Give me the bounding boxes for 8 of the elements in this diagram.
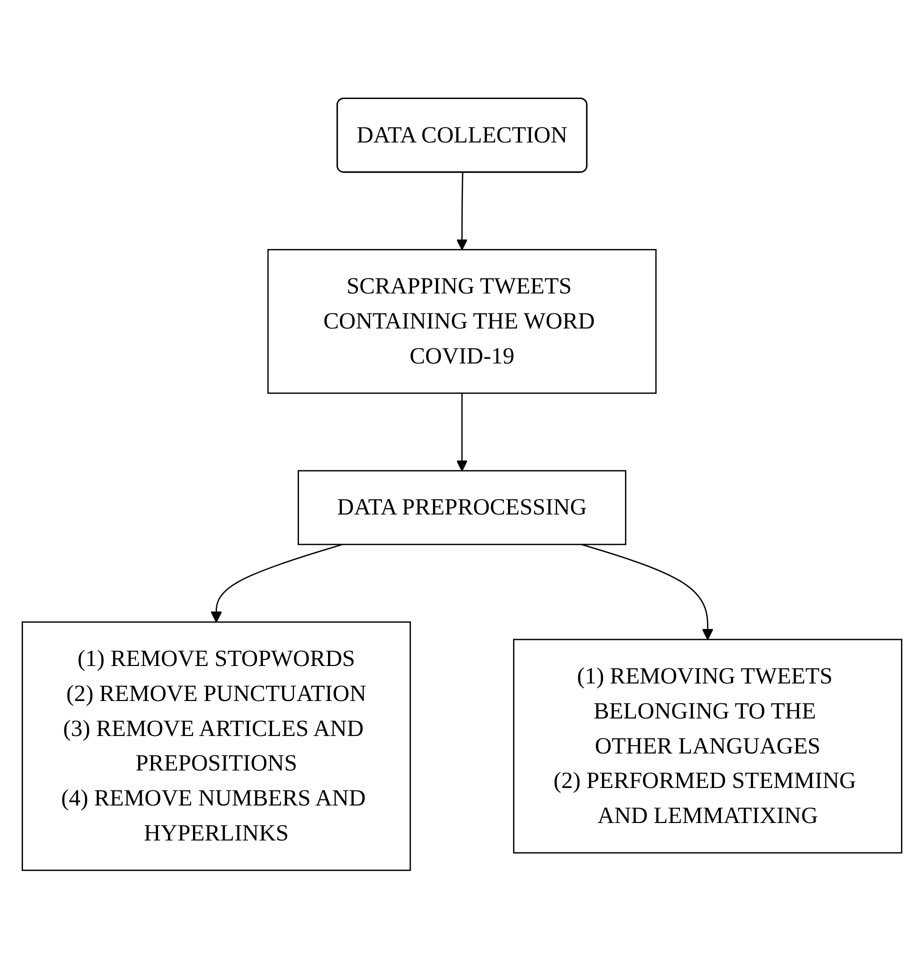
arrow	[456, 392, 468, 471]
node-box: (1) REMOVE STOPWORDS (2) REMOVE PUNCTUATION (3) REMOVE ARTICLES AND PREPOSITIONS (4) REMOVE NUMBERS AND HYPERLINKS	[22, 621, 411, 871]
node-box: DATA PREPROCESSING	[298, 470, 626, 545]
node-box: SCRAPPING TWEETS CONTAINING THE WORD COVID-19	[267, 248, 657, 394]
arrow	[456, 172, 468, 250]
node-box: (1) REMOVING TWEETS BELONGING TO THE OTHER LANGUAGES (2) PERFORMED STEMMING AND LEMMATIXING	[513, 638, 902, 854]
arrow	[582, 544, 714, 640]
arrow	[210, 544, 342, 622]
